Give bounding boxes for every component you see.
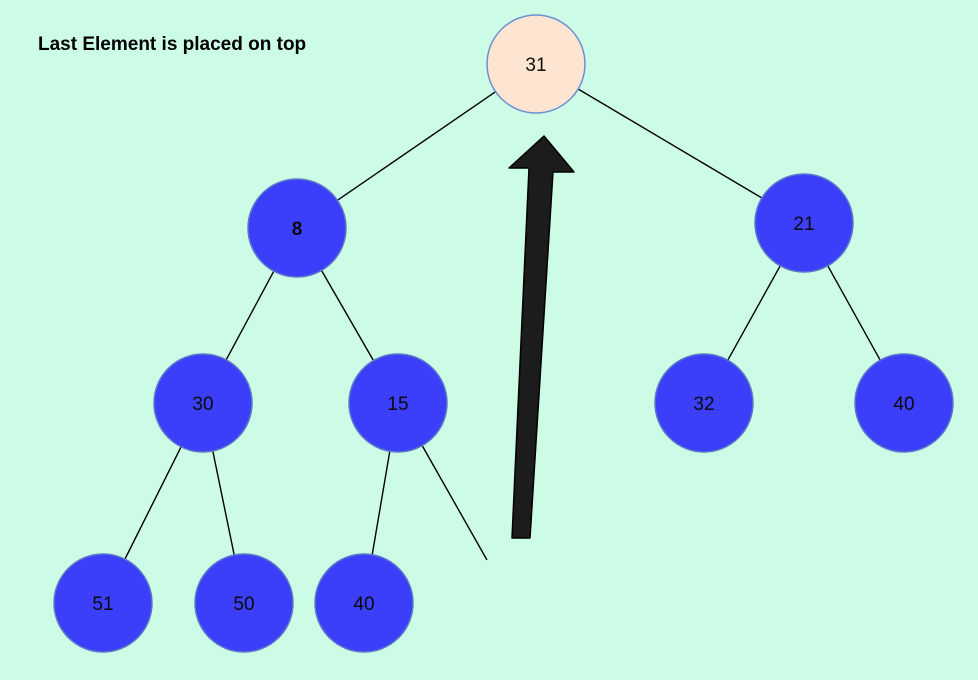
node-circle xyxy=(348,353,448,453)
edge-root-n8 xyxy=(337,91,496,201)
node-circle xyxy=(194,553,294,653)
node-value: 31 xyxy=(525,55,546,76)
edge-n15-removed-slot xyxy=(421,445,488,561)
node-circle xyxy=(854,353,954,453)
edge-n21-n32 xyxy=(727,265,781,361)
node-value: 8 xyxy=(292,219,303,240)
move-up-arrow xyxy=(508,135,575,539)
tree-node: 8 xyxy=(247,178,347,278)
node-value: 32 xyxy=(693,394,714,415)
tree-node: 40 xyxy=(314,553,414,653)
edge-n15-n40b xyxy=(371,451,391,555)
node-value: 40 xyxy=(893,394,914,415)
tree-node: 21 xyxy=(754,173,854,273)
tree-node: 40 xyxy=(854,353,954,453)
root-node: 31 xyxy=(486,14,586,114)
node-value: 51 xyxy=(92,594,113,615)
node-value: 15 xyxy=(387,394,408,415)
tree-nodes: 31 8 21 30 15 32 40 51 50 40 xyxy=(53,14,954,653)
edge-n30-n50 xyxy=(212,450,235,556)
tree-node: 51 xyxy=(53,553,153,653)
edge-n8-n30 xyxy=(225,270,275,361)
node-value: 21 xyxy=(793,214,814,235)
node-value: 50 xyxy=(233,594,254,615)
node-circle xyxy=(53,553,153,653)
tree-node: 50 xyxy=(194,553,294,653)
edge-n8-n15 xyxy=(320,270,375,361)
node-circle xyxy=(247,178,347,278)
node-circle xyxy=(153,353,253,453)
edge-n21-n40a xyxy=(827,265,881,361)
node-circle xyxy=(754,173,854,273)
up-arrow-icon xyxy=(508,135,575,539)
node-circle xyxy=(486,14,586,114)
node-circle xyxy=(654,353,754,453)
tree-node: 30 xyxy=(153,353,253,453)
tree-edges xyxy=(124,88,881,561)
edge-n30-n51 xyxy=(124,446,182,560)
tree-node: 32 xyxy=(654,353,754,453)
tree-node: 15 xyxy=(348,353,448,453)
node-value: 40 xyxy=(353,594,374,615)
node-value: 30 xyxy=(192,394,213,415)
edge-root-n21 xyxy=(577,88,763,199)
node-circle xyxy=(314,553,414,653)
diagram-caption: Last Element is placed on top xyxy=(38,34,307,55)
